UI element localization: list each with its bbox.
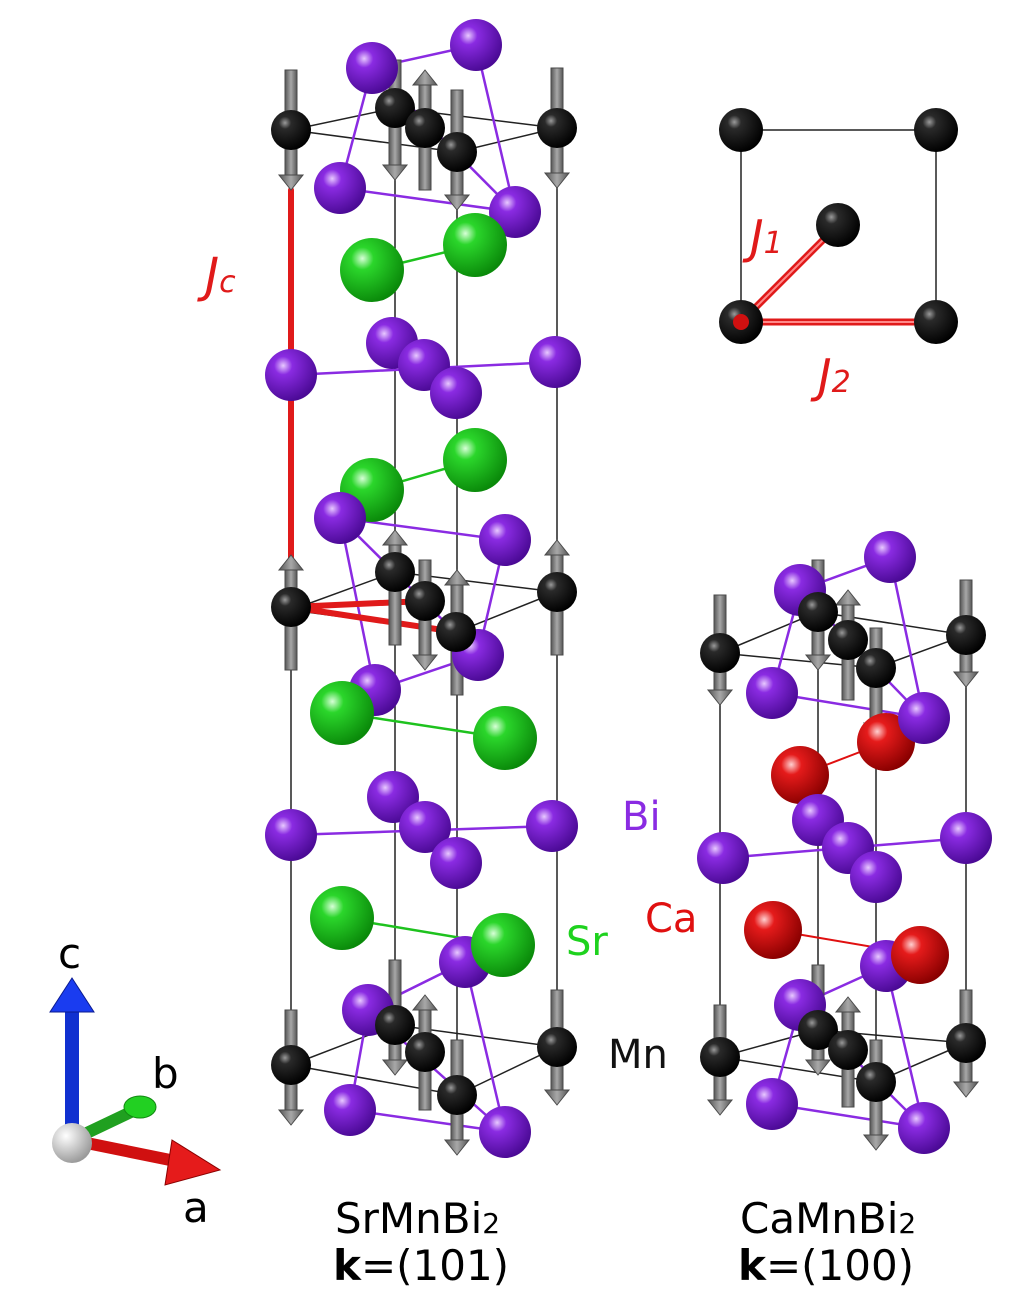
sr-atom [310,681,374,745]
mn-atom [719,108,763,152]
ca-atom [744,901,802,959]
mn-label: Mn [608,1032,668,1078]
mn-atom [946,615,986,655]
jc-label: Jc [197,248,236,304]
bi-atom [746,1078,798,1130]
mn-atom [271,110,311,150]
ca-atom [891,926,949,984]
mn-atom [437,1075,477,1115]
mn-atom [537,1027,577,1067]
mn-atom [405,1032,445,1072]
mn-atom [856,1062,896,1102]
sr-label: Sr [566,919,608,965]
axis-c-arrowhead [49,977,95,1013]
j1-label: J1 [742,210,783,264]
mn-atom [436,612,476,652]
mn-plane-inset [719,108,958,344]
srmnbi2-structure [265,19,581,1158]
mn-atom [375,1005,415,1045]
axis-a-arrowhead [164,1139,222,1186]
bi-atom [430,837,482,889]
sr-atom [443,213,507,277]
axis-b-arrowhead [123,1095,157,1119]
mn-atom [798,1010,838,1050]
bi-atom [864,531,916,583]
mn-atom [375,88,415,128]
sr-atom [471,913,535,977]
bi-atom [940,812,992,864]
camnbi2-formula: CaMnBi2 [740,1194,916,1243]
bi-atom [314,162,366,214]
bi-label: Bi [622,794,661,840]
atoms [697,531,992,1154]
bi-atom [526,800,578,852]
axis-b-label: b [152,1049,179,1098]
camnbi2-structure [697,531,992,1154]
bi-atom [479,514,531,566]
mn-atom [271,1045,311,1085]
mn-atom [405,108,445,148]
bi-atom [265,349,317,401]
mn-atom [537,108,577,148]
mn-atom [537,572,577,612]
mn-atom [405,581,445,621]
mn-atom [816,203,860,247]
sr-atom [310,886,374,950]
origin-marker [733,314,749,330]
mn-atom [700,1037,740,1077]
sr-atom [473,706,537,770]
ca-atom [771,746,829,804]
mn-atom [946,1023,986,1063]
bi-atom [898,692,950,744]
bi-atom [850,851,902,903]
mn-atom [437,132,477,172]
mn-atom [856,648,896,688]
axis-origin [52,1123,92,1163]
j1-path-left [288,598,428,610]
bi-atom [489,186,541,238]
bi-atom [746,667,798,719]
bi-atom [314,492,366,544]
mn-atom [798,592,838,632]
mn-atom [914,108,958,152]
bi-atom [529,336,581,388]
mn-atom [914,300,958,344]
sr-atom [443,428,507,492]
mn-atom [700,633,740,673]
mn-atom [828,620,868,660]
camnbi2-k-vector: k=(100) [738,1241,914,1290]
bi-atom [346,42,398,94]
sr-atom [340,238,404,302]
srmnbi2-k-vector: k=(101) [333,1241,509,1290]
atoms [265,19,581,1158]
srmnbi2-formula: SrMnBi2 [335,1194,500,1243]
mn-atom [828,1030,868,1070]
axis-a-label: a [183,1183,209,1232]
j2-label: J2 [810,349,851,403]
bi-atom [430,367,482,419]
bi-atom [697,832,749,884]
bi-atom [399,801,451,853]
bi-atom [898,1102,950,1154]
bi-atom [479,1106,531,1158]
mn-atom [375,552,415,592]
bi-atom [450,19,502,71]
bi-atom [265,809,317,861]
axis-triad [49,977,222,1186]
axis-c-label: c [58,929,81,978]
mn-atom [271,587,311,627]
ca-label: Ca [645,896,697,942]
bi-atom [324,1084,376,1136]
